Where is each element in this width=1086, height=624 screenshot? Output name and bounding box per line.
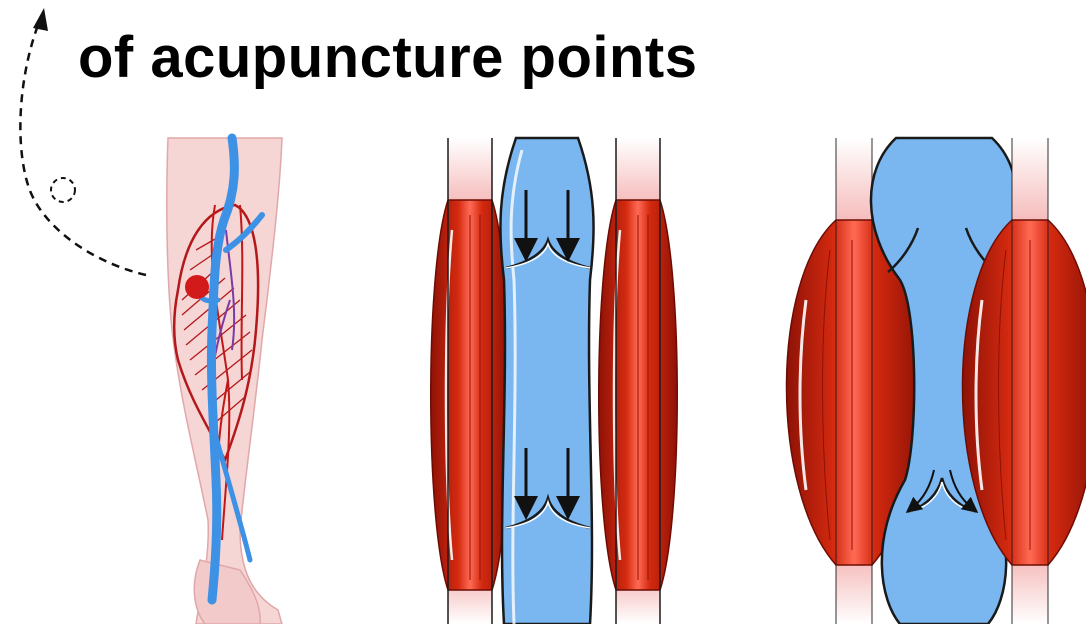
contracted-muscle-vein-panel (787, 138, 1086, 624)
left-muscle-relaxed (431, 138, 510, 624)
right-muscle-relaxed (599, 138, 678, 624)
dashed-curved-arrow-icon (20, 8, 146, 275)
leg-illustration (167, 138, 282, 624)
relaxed-muscle-vein-panel (431, 138, 678, 624)
dashed-circle-icon (51, 178, 75, 202)
acupoint-marker (185, 275, 209, 299)
vein-relaxed (500, 138, 593, 624)
